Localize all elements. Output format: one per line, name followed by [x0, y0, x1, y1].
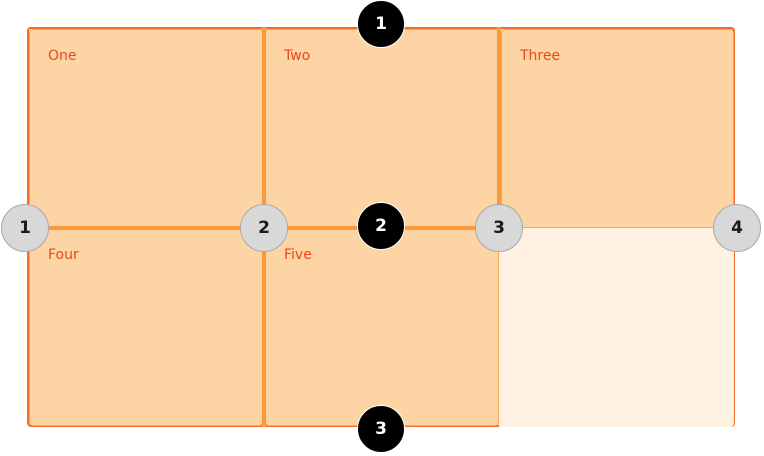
grid-item-two: Two [265, 29, 499, 228]
row-line-marker: 1 [357, 0, 405, 48]
column-line-marker: 1 [1, 204, 49, 252]
column-line-marker: 2 [240, 204, 288, 252]
grid-item-label: Three [520, 48, 561, 64]
grid-item-label: One [48, 48, 77, 64]
grid-item-five: Five [265, 228, 499, 426]
grid-item-label: Five [284, 247, 312, 263]
grid-item-four: Four [29, 228, 263, 426]
grid-item-label: Four [48, 247, 79, 263]
empty-grid-cell [499, 228, 734, 427]
row-line-marker: 3 [357, 405, 405, 453]
grid-item-three: Three [501, 29, 734, 228]
column-line-marker: 3 [475, 204, 523, 252]
column-line-marker: 4 [713, 204, 761, 252]
row-line-marker: 2 [357, 202, 405, 250]
column-grid-line [497, 27, 501, 228]
grid-item-one: One [29, 29, 263, 228]
grid-item-label: Two [284, 48, 311, 64]
